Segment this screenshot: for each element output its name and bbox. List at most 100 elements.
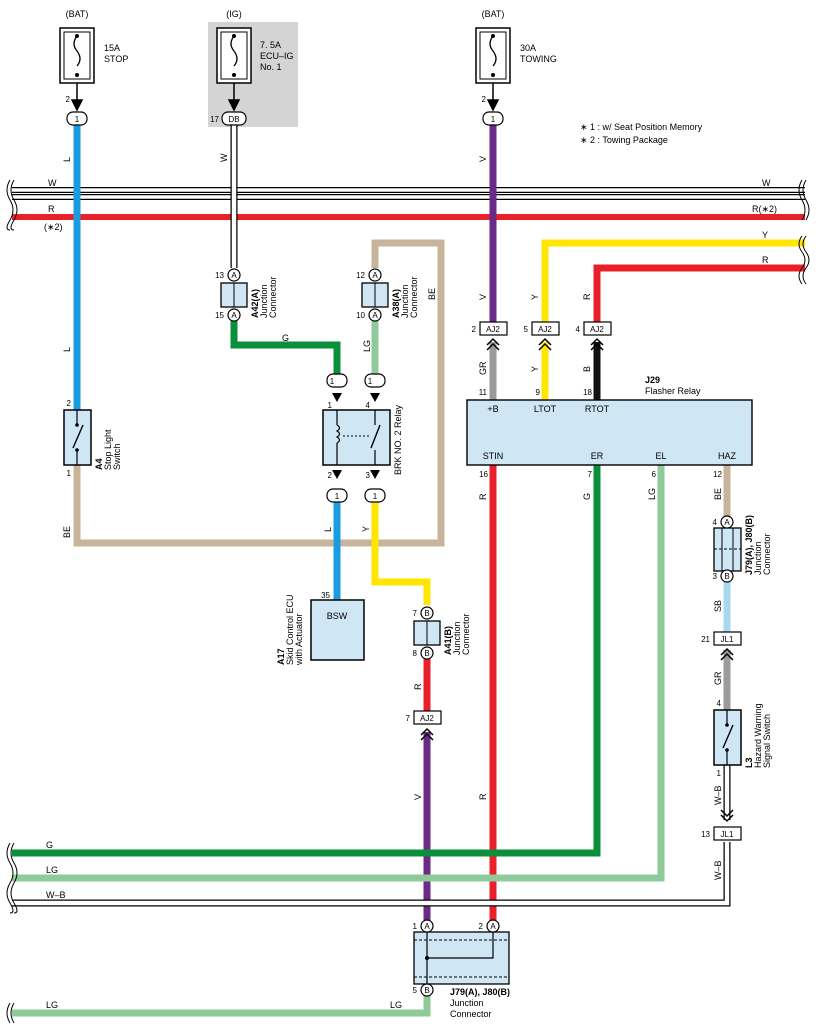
j29-top-term-0: +B (487, 404, 498, 414)
a4-pin-top: 2 (67, 399, 72, 408)
j29-bot-term-0: STIN (483, 451, 504, 461)
a17-desc2: with Actuator (294, 613, 304, 666)
bottom-lg2-label: LG (46, 1000, 58, 1010)
a42-pin-bot: 15 (215, 311, 224, 320)
a38-id: A38(A) (391, 289, 401, 318)
a42-connector (220, 268, 248, 322)
y-wire-relay-a41 (371, 500, 431, 605)
note-2: ∗ 2 : Towing Package (580, 135, 668, 145)
ecuig-name1: ECU–IG (260, 51, 294, 61)
wire-label-v2: V (478, 294, 488, 300)
relay-name: BRK NO. 2 Relay (393, 404, 403, 475)
g-wire-er (12, 465, 601, 857)
j29-bot-pin-2: 6 (652, 470, 657, 479)
l3-desc1: Hazard Warning (753, 703, 763, 768)
j79a-desc1: Junction (753, 541, 763, 575)
a42-conn-bot: A (231, 311, 237, 320)
a17-skid-control-ecu (310, 599, 365, 661)
aj2-p2: 2 (472, 325, 477, 334)
a41-connector (413, 606, 441, 660)
j79b-conn-b: B (424, 986, 429, 995)
l3-hazard-switch (713, 709, 742, 766)
wire-label-g1: G (282, 333, 289, 343)
a38-conn-top: A (372, 271, 378, 280)
a42-desc2: Connector (268, 276, 278, 318)
l3-desc2: Signal Switch (762, 714, 772, 768)
l3-pin-top: 4 (717, 699, 722, 708)
bus-r-note: (∗2) (44, 222, 63, 232)
aj2-p5: 5 (524, 325, 529, 334)
g-wire-a42-relay (230, 315, 341, 375)
l3-id: L3 (744, 757, 754, 768)
j29-name: Flasher Relay (645, 386, 701, 396)
wire-label-g2: G (582, 493, 592, 500)
wire-label-lg1: LG (362, 340, 372, 352)
wire-label-y1: Y (530, 294, 540, 300)
a4-stop-light-switch (63, 409, 92, 466)
wire-label-be2: BE (62, 526, 72, 538)
wire-label-l3: L (323, 527, 333, 532)
a38-pin-top: 12 (356, 271, 365, 280)
j79a-pin-bot: 3 (713, 572, 718, 581)
a38-desc2: Connector (409, 276, 419, 318)
j79-junction-bottom (413, 919, 510, 997)
wire-label-l2: L (62, 347, 72, 352)
aj2-connectors-top (479, 321, 612, 351)
bottom-lg3-label: LG (390, 1000, 402, 1010)
relay-c4: 1 (368, 377, 373, 386)
wire-label-gr1: GR (478, 361, 488, 375)
jl1-label-1: JL1 (721, 635, 734, 644)
a38-pin-bot: 10 (356, 311, 365, 320)
lg-wire-el (12, 465, 665, 882)
wire-label-be1: BE (427, 288, 437, 300)
a41-pin-bot: 8 (413, 649, 418, 658)
towing-name: TOWING (520, 54, 557, 64)
r-feed-wire (593, 264, 805, 325)
a4-desc2: Switch (112, 443, 122, 470)
j79b-conn-a2: A (490, 922, 496, 931)
wire-label-v1: V (478, 156, 488, 162)
a42-conn-top: A (231, 271, 237, 280)
ecuig-conn-pill (221, 111, 247, 126)
j29-top-pin-0: 11 (479, 388, 488, 397)
aj2-label-1: AJ2 (486, 325, 500, 334)
stop-pin: 2 (66, 95, 71, 104)
j79a-id: J79(A), J80(B) (744, 515, 754, 575)
wire-label-y3: Y (361, 526, 371, 532)
bus-r-label: R (48, 204, 55, 214)
wire-label-r4a: R (478, 493, 488, 500)
bus-r-right-label: R(∗2) (752, 204, 777, 214)
j29-bot-pin-1: 7 (588, 470, 593, 479)
ecuig-rating: 7. 5A (260, 40, 281, 50)
j79a-conn-b: B (724, 572, 729, 581)
relay-c3: 1 (373, 492, 378, 501)
relay-c1: 1 (330, 377, 335, 386)
wire-label-wb2: W–B (713, 860, 723, 880)
wire-label-sb: SB (713, 600, 723, 612)
fuse-towing (475, 27, 511, 84)
stop-source-label: (BAT) (66, 9, 89, 19)
towing-conn-pill (482, 111, 504, 126)
j29-top-term-1: LTOT (534, 404, 557, 414)
j29-top-term-2: RTOT (585, 404, 610, 414)
jl1-p13: 13 (701, 830, 710, 839)
wb-wire-bottom (12, 842, 731, 907)
stop-rating: 15A (104, 43, 120, 53)
a41-desc1: Junction (452, 621, 462, 655)
brk-relay (322, 373, 391, 503)
j79-junction-top (713, 515, 742, 583)
bottom-break-marks (6, 842, 18, 1024)
fuse-stop (59, 27, 95, 84)
a38-conn-bot: A (372, 311, 378, 320)
aj2-p7: 7 (406, 714, 411, 723)
wire-label-y2: Y (530, 366, 540, 372)
j79b-id: J79(A), J80(B) (450, 987, 510, 997)
a17-desc1: Skid Control ECU (285, 594, 295, 665)
wire-label-b1: B (582, 366, 592, 372)
j79a-desc2: Connector (762, 533, 772, 575)
bus-w-right-label: W (762, 178, 771, 188)
wire-label-r1: R (582, 293, 592, 300)
bus-r2-label: R (762, 255, 769, 265)
a17-id: A17 (276, 648, 286, 665)
